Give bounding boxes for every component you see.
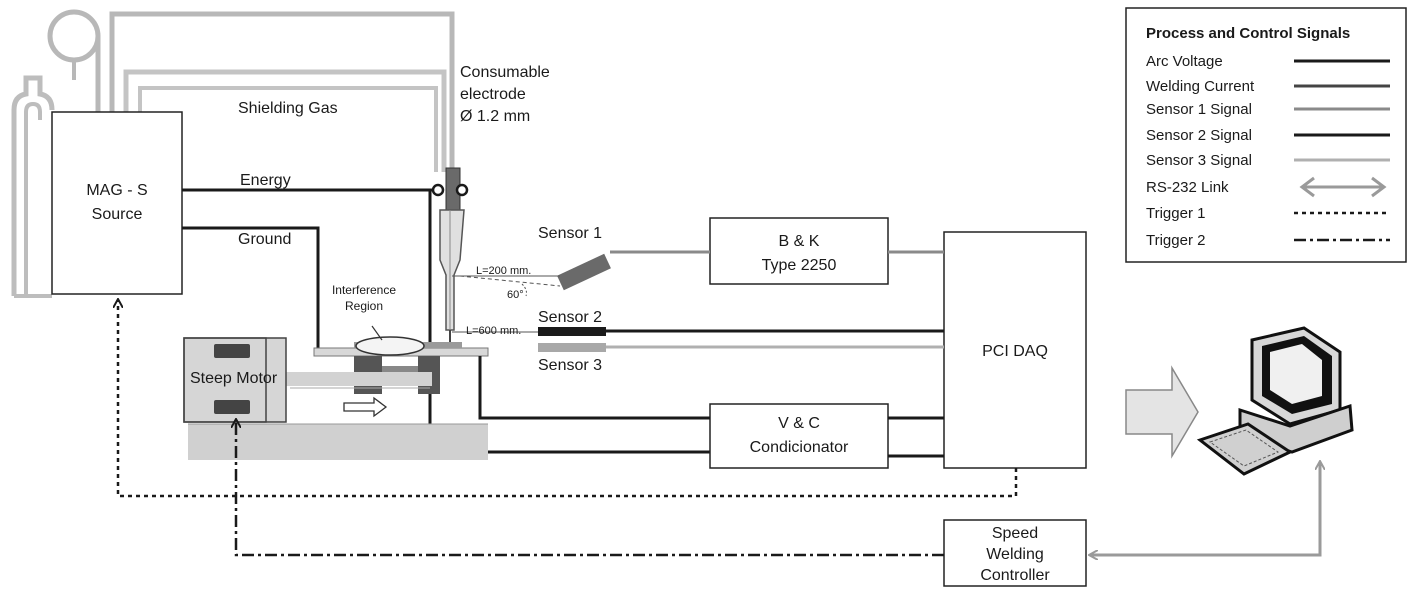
computer-icon <box>1196 326 1354 476</box>
speed-welding-controller-box <box>943 519 1087 587</box>
consumable-label-line3: Ø 1.2 mm <box>460 108 530 125</box>
steep-motor <box>183 337 287 423</box>
sensor-1 <box>557 253 611 291</box>
shielding-gas-label: Shielding Gas <box>238 100 338 117</box>
speed-label-line2: Welding <box>986 546 1044 563</box>
wire-spool-icon <box>47 9 101 112</box>
workpiece-table <box>284 325 489 394</box>
l200-label: L=200 mm. <box>476 265 531 277</box>
shielding-gas-lines <box>109 11 455 172</box>
trigger2-line <box>236 420 944 557</box>
legend: Process and Control Signals Arc Voltage … <box>1125 7 1407 263</box>
legend-item-welding-current: Welding Current <box>1146 78 1255 95</box>
angle-label: 60° <box>507 289 524 301</box>
speed-label-line3: Controller <box>980 567 1050 584</box>
interference-label-line2: Region <box>345 299 383 313</box>
vc-condicionator-box <box>709 403 889 469</box>
legend-item-arc-voltage: Arc Voltage <box>1146 53 1223 70</box>
ground-label: Ground <box>238 231 291 248</box>
vc-label-line2: Condicionator <box>750 439 849 456</box>
legend-item-sensor3: Sensor 3 Signal <box>1146 152 1252 169</box>
bk-label-line1: B & K <box>779 233 820 250</box>
pci-daq-box <box>943 231 1087 469</box>
legend-swatch-rs232 <box>1299 176 1387 198</box>
speed-label-line1: Speed <box>992 525 1038 542</box>
flow-arrow-icon <box>1125 365 1199 459</box>
consumable-label-line1: Consumable <box>460 64 550 81</box>
base-plate <box>188 424 488 460</box>
bk-type-2250-box <box>709 217 889 285</box>
gas-cylinder-icon <box>11 75 55 298</box>
interference-region-ellipse <box>355 336 425 356</box>
vc-label-line1: V & C <box>778 415 820 432</box>
l600-label: L=600 mm. <box>466 325 521 337</box>
welding-torch <box>431 167 469 346</box>
legend-title: Process and Control Signals <box>1146 25 1350 42</box>
source-label-line2: Source <box>92 206 143 223</box>
sensor2-label: Sensor 2 <box>538 309 602 326</box>
legend-item-rs232: RS-232 Link <box>1146 179 1229 196</box>
sensor3-label: Sensor 3 <box>538 357 602 374</box>
trigger1-line <box>118 300 1018 498</box>
mag-s-source-box <box>51 111 183 295</box>
bk-label-line2: Type 2250 <box>762 257 837 274</box>
sensor1-label: Sensor 1 <box>538 225 602 242</box>
sensor-3 <box>538 343 606 352</box>
ground-line <box>182 226 320 352</box>
legend-item-trigger2: Trigger 2 <box>1146 232 1205 249</box>
interference-label-line1: Interference <box>332 283 396 297</box>
welding-current-line <box>478 356 710 420</box>
feed-direction-arrow <box>343 396 388 418</box>
rs232-link-line <box>1092 462 1320 557</box>
steep-motor-label: Steep Motor <box>190 370 278 387</box>
energy-label: Energy <box>240 172 291 189</box>
sensor-2 <box>538 327 606 336</box>
legend-item-trigger1: Trigger 1 <box>1146 205 1205 222</box>
legend-item-sensor2: Sensor 2 Signal <box>1146 127 1252 144</box>
legend-item-sensor1: Sensor 1 Signal <box>1146 101 1252 118</box>
consumable-label-line2: electrode <box>460 86 526 103</box>
source-label-line1: MAG - S <box>86 182 147 199</box>
pci-daq-label: PCI DAQ <box>982 343 1048 360</box>
